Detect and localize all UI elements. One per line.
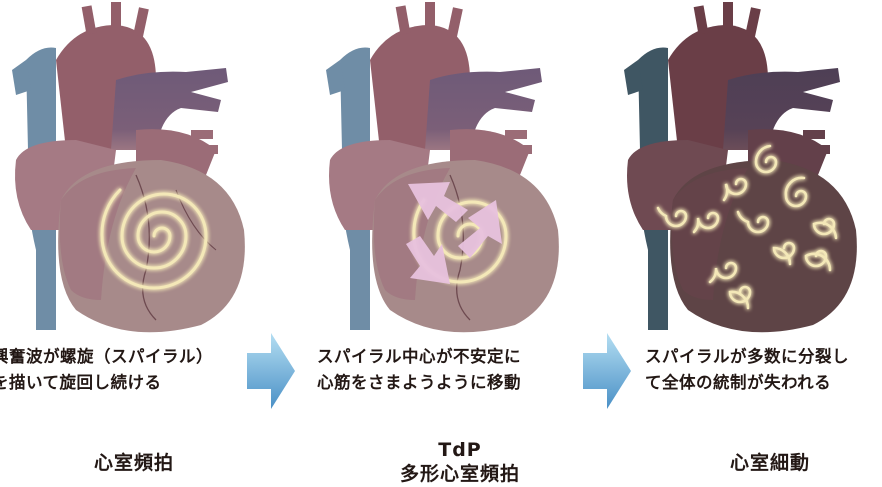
- description-vf-line-1: スパイラルが多数に分裂し: [645, 344, 849, 370]
- description-vt-line-1: 興奮波が螺旋（スパイラル）: [0, 344, 213, 370]
- label-vt: 心室頻拍: [44, 451, 224, 475]
- heart-tdp-illustration: [300, 0, 570, 335]
- description-tdp-line-2: 心筋をさまようように移動: [317, 370, 521, 396]
- description-tdp-line-1: スパイラル中心が不安定に: [317, 344, 521, 370]
- progression-arrow-2: [583, 333, 631, 409]
- heart-vf-body: [624, 2, 857, 332]
- description-vt: 興奮波が螺旋（スパイラル） を描いて旋回し続ける: [0, 344, 213, 396]
- progression-arrow-1: [247, 333, 295, 409]
- label-vf: 心室細動: [680, 451, 860, 475]
- label-vt-text: 心室頻拍: [44, 451, 224, 475]
- label-vf-text: 心室細動: [680, 451, 860, 475]
- description-tdp: スパイラル中心が不安定に 心筋をさまようように移動: [317, 344, 521, 396]
- heart-vt-illustration: [0, 0, 256, 335]
- description-vf: スパイラルが多数に分裂し て全体の統制が失われる: [645, 344, 849, 396]
- label-tdp: TdP 多形心室頻拍: [360, 438, 560, 486]
- label-tdp-line-2: 多形心室頻拍: [360, 462, 560, 486]
- label-tdp-line-1: TdP: [360, 438, 560, 462]
- description-vt-line-2: を描いて旋回し続ける: [0, 370, 213, 396]
- heart-vf-illustration: [598, 0, 868, 335]
- description-vf-line-2: て全体の統制が失われる: [645, 370, 849, 396]
